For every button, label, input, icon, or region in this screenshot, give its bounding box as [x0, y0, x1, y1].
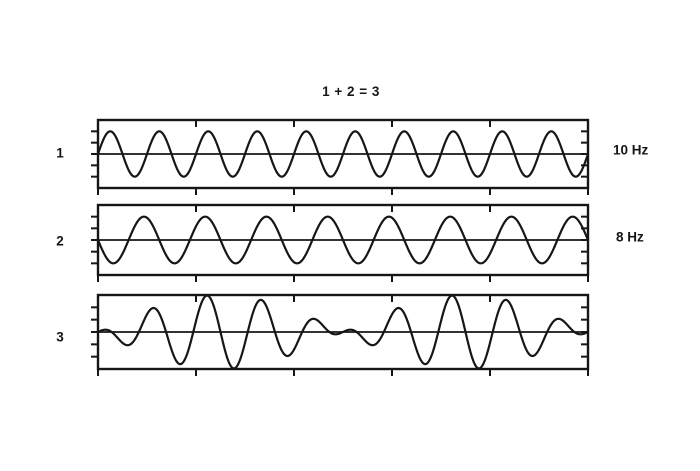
panel-2-index-label: 2 — [56, 233, 64, 249]
panel-2-waveform-plot — [91, 203, 590, 282]
panel-3-waveform-plot — [91, 293, 590, 376]
panel-1-index-label: 1 — [56, 145, 64, 161]
panel-1-frequency-label: 10 Hz — [613, 142, 649, 158]
panel-1-waveform-plot — [91, 118, 590, 195]
panel-2-frequency-label: 8 Hz — [616, 229, 644, 245]
panel-3-index-label: 3 — [56, 329, 64, 345]
figure-title: 1 + 2 = 3 — [322, 84, 380, 99]
